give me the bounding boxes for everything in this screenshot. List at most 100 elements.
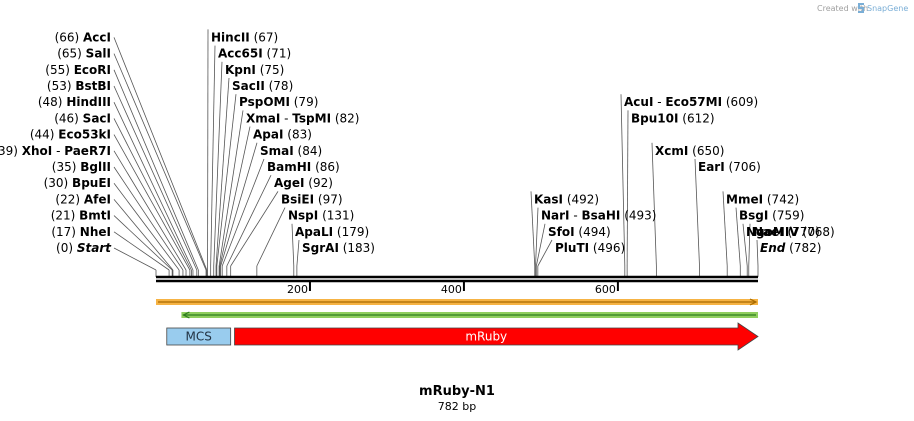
site-label-nhei[interactable]: (17) NheI [51, 225, 111, 239]
site-prefix: (21) [51, 209, 79, 223]
site-leader [113, 85, 198, 271]
site-suffix: (782) [785, 241, 821, 255]
site-prefix: (39) [0, 144, 22, 158]
site-suffix: (493) [620, 209, 656, 223]
site-leader [735, 207, 741, 267]
site-label-acc65i[interactable]: Acc65I (71) [218, 47, 291, 61]
site-name: SfoI [548, 225, 575, 239]
site-suffix: (496) [589, 241, 625, 255]
site-name: NheI [80, 225, 111, 239]
site-leader [626, 110, 629, 267]
feature-mcs[interactable] [166, 327, 232, 346]
site-suffix: (706) [725, 160, 761, 174]
feature-mruby[interactable] [234, 322, 759, 351]
site-label-bmti[interactable]: (21) BmtI [51, 209, 111, 223]
site-leader [210, 45, 216, 267]
site-name: EarI [698, 160, 725, 174]
site-label-bpu10i[interactable]: Bpu10I (612) [631, 111, 715, 125]
site-leader [113, 102, 194, 271]
site-label-sgrai[interactable]: SgrAI (183) [302, 241, 375, 255]
site-label-hindiii[interactable]: (48) HindIII [38, 95, 111, 109]
site-label-end[interactable]: End (782) [760, 241, 821, 255]
site-leader [221, 158, 265, 267]
site-label-pluti[interactable]: PluTI (496) [555, 241, 625, 255]
site-name: AcuI [624, 95, 653, 109]
map-length: 782 bp [438, 400, 476, 413]
site-label-eco53ki[interactable]: (44) Eco53kI [30, 128, 111, 142]
site-label-acci[interactable]: (66) AccI [55, 30, 111, 44]
site-leader [219, 126, 251, 267]
site-label-bstbi[interactable]: (53) BstBI [47, 79, 111, 93]
site-name: SalI [86, 47, 111, 61]
site-prefix: (65) [57, 47, 85, 61]
site-label-pspomi[interactable]: PspOMI (79) [239, 95, 318, 109]
site-suffix: (71) [263, 47, 291, 61]
site-label-start[interactable]: (0) Start [56, 241, 112, 255]
site-suffix: (742) [763, 192, 799, 206]
site-name: Start [77, 241, 112, 255]
site-suffix: (84) [294, 144, 322, 158]
site-suffix: (83) [283, 128, 311, 142]
site-name: SacI [83, 111, 111, 125]
site-label-xmai[interactable]: XmaI - TspMI (82) [246, 111, 359, 125]
site-label-bpuei[interactable]: (30) BpuEI [44, 176, 111, 190]
site-leader [651, 142, 657, 267]
site-label-bsiei[interactable]: BsiEI (97) [281, 192, 343, 206]
site-name: KasI [534, 192, 563, 206]
site-name: AccI [83, 30, 111, 44]
site-name: NgoMIV [746, 225, 799, 239]
site-name: ApaLI [295, 225, 333, 239]
strand-arrowhead-icon [182, 311, 190, 319]
site-label-sacii[interactable]: SacII (78) [232, 79, 293, 93]
site-name: NarI [541, 209, 570, 223]
site-leader [230, 191, 279, 267]
site-label-ecori[interactable]: (55) EcoRI [45, 63, 111, 77]
site-label-xhoi[interactable]: (39) XhoI - PaeR7I [0, 144, 111, 158]
site-leader [537, 239, 553, 267]
site-label-smai[interactable]: SmaI (84) [260, 144, 322, 158]
site-leader [226, 175, 272, 267]
site-label-acui[interactable]: AcuI - Eco57MI (609) [624, 95, 758, 109]
site-label-naei[interactable]: NaeI (770) [753, 225, 820, 239]
site-label-mmei[interactable]: MmeI (742) [726, 192, 799, 206]
site-label-ngomiv[interactable]: NgoMIV (768) [746, 225, 835, 239]
site-prefix: (48) [38, 95, 66, 109]
site-lines [113, 29, 759, 277]
site-prefix: (0) [56, 241, 77, 255]
site-label-nari[interactable]: NarI - BsaHI (493) [541, 209, 657, 223]
site-label-bglii[interactable]: (35) BglII [52, 160, 111, 174]
site-leader [530, 191, 536, 267]
site-label-sfoi[interactable]: SfoI (494) [548, 225, 611, 239]
site-joiner: - [570, 209, 582, 223]
site-label-kasi[interactable]: KasI (492) [534, 192, 599, 206]
site-label-hincii[interactable]: HincII (67) [211, 30, 278, 44]
site-name: NaeI [753, 225, 784, 239]
site-leader [113, 118, 192, 271]
site-leader [113, 150, 187, 271]
site-suffix: (79) [290, 95, 318, 109]
site-leader [216, 94, 237, 267]
site-leader [291, 223, 295, 267]
site-label-bsgi[interactable]: BsgI (759) [739, 209, 804, 223]
credit-brand: SnapGene [867, 4, 908, 13]
site-leader [213, 61, 223, 267]
site-leader [113, 37, 208, 271]
site-name: KpnI [225, 63, 256, 77]
site-label-apai[interactable]: ApaI (83) [253, 128, 312, 142]
site-name: AgeI [274, 176, 304, 190]
site-label-bamhi[interactable]: BamHI (86) [267, 160, 340, 174]
site-label-eari[interactable]: EarI (706) [698, 160, 761, 174]
site-suffix: (609) [722, 95, 758, 109]
site-label-apali[interactable]: ApaLI (179) [295, 225, 369, 239]
feature-label: MCS [186, 330, 212, 344]
site-leader [256, 207, 286, 267]
site-label-xcmi[interactable]: XcmI (650) [655, 144, 724, 158]
site-label-kpni[interactable]: KpnI (75) [225, 63, 284, 77]
site-label-agei[interactable]: AgeI (92) [274, 176, 333, 190]
site-name2: PaeR7I [64, 144, 111, 158]
site-label-afei[interactable]: (22) AfeI [55, 192, 111, 206]
site-label-saci[interactable]: (46) SacI [54, 111, 111, 125]
site-label-nspi[interactable]: NspI (131) [288, 209, 354, 223]
site-leader [748, 223, 751, 267]
site-label-sali[interactable]: (65) SalI [57, 47, 111, 61]
